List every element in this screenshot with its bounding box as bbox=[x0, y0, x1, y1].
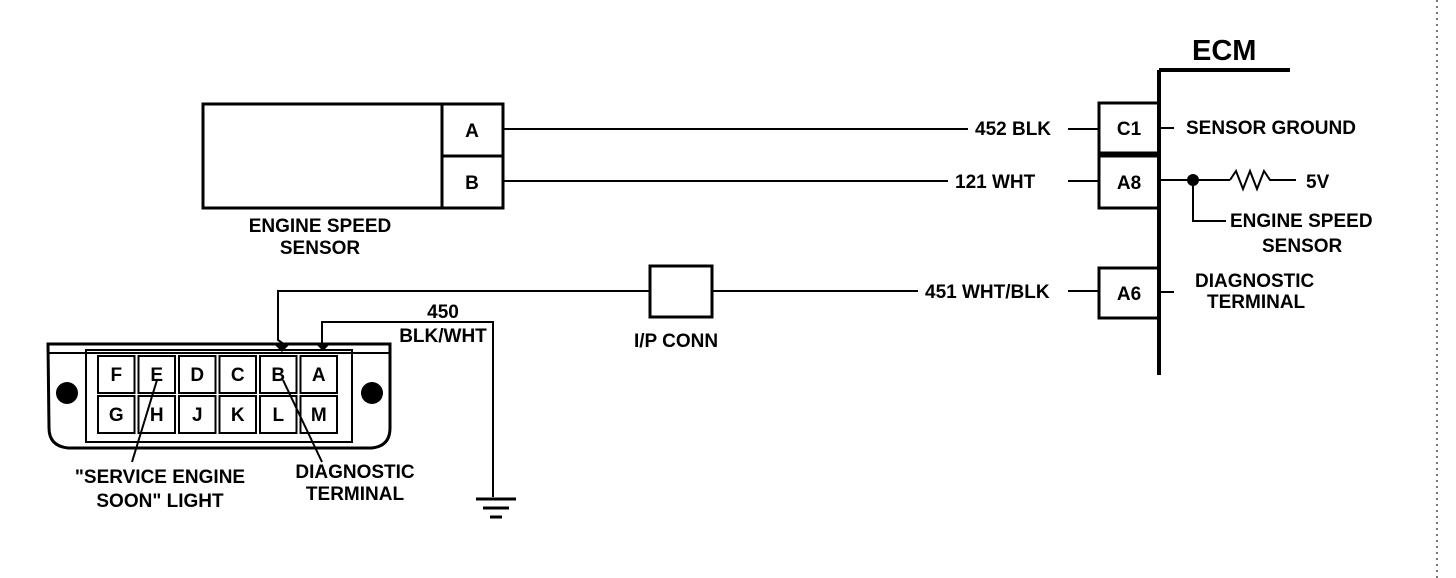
ecm-title: ECM bbox=[1192, 35, 1256, 67]
aldl-cavity-d bbox=[178, 355, 217, 394]
diag-callout-line1: DIAGNOSTIC bbox=[295, 462, 415, 483]
ses-leader bbox=[131, 379, 158, 463]
aldl-cavity-f bbox=[97, 355, 136, 394]
aldl-cavity-e bbox=[137, 355, 176, 394]
aldl-cavity-c bbox=[218, 355, 257, 394]
ecm-function-engine-speed-line1: ENGINE SPEED bbox=[1230, 211, 1373, 232]
ses-callout-line2: SOON" LIGHT bbox=[96, 491, 224, 512]
wire-452-label: 452 BLK bbox=[975, 119, 1051, 140]
aldl-pin-label-c: C bbox=[231, 365, 245, 386]
aldl-cavity-j bbox=[178, 395, 217, 434]
aldl-cavity-k bbox=[218, 395, 257, 434]
aldl-housing bbox=[46, 342, 392, 450]
aldl-cavity-a bbox=[299, 355, 338, 394]
ecm-pin-a6: A6 bbox=[1117, 284, 1141, 305]
ses-callout-line1: "SERVICE ENGINE bbox=[75, 467, 245, 488]
wire-451-label: 451 WHT/BLK bbox=[925, 282, 1050, 303]
ecm-function-diag-line1: DIAGNOSTIC bbox=[1195, 271, 1315, 292]
aldl-cavity-g bbox=[97, 395, 136, 434]
diag-leader bbox=[282, 379, 323, 463]
wire-121: 121 WHT bbox=[503, 172, 1099, 193]
aldl-pin-label-e: E bbox=[150, 365, 163, 386]
sensor-label-line1: ENGINE SPEED bbox=[249, 216, 392, 237]
aldl-cavities: F E D C B A G H J K L M bbox=[97, 355, 338, 434]
sensor-pin-a: A bbox=[465, 121, 479, 142]
aldl-pin-label-d: D bbox=[190, 365, 204, 386]
wire-450: 450 BLK/WHT bbox=[315, 302, 516, 519]
aldl-pin-label-a: A bbox=[312, 365, 326, 386]
mount-hole-left-icon bbox=[56, 382, 78, 404]
aldl-cavity-l bbox=[259, 395, 298, 434]
wire-452: 452 BLK bbox=[503, 119, 1099, 140]
aldl-pin-label-h: H bbox=[150, 405, 164, 426]
ecm-terminal-a6 bbox=[1097, 266, 1161, 320]
aldl-pin-label-m: M bbox=[311, 405, 327, 426]
aldl-connector: F E D C B A G H J K L M "SERVICE ENGINE SOON" LIGHT… bbox=[46, 342, 415, 512]
wire-121-label: 121 WHT bbox=[955, 172, 1036, 193]
ecm: ECM C1 SENSOR GROUND A8 5V ENGINE SPEED … bbox=[1097, 35, 1373, 375]
ip-connector: I/P CONN bbox=[634, 264, 718, 352]
aldl-pin-label-f: F bbox=[110, 365, 122, 386]
pullup-voltage-label: 5V bbox=[1306, 172, 1330, 193]
mount-hole-right-icon bbox=[361, 382, 383, 404]
ecm-function-diag-line2: TERMINAL bbox=[1207, 292, 1306, 313]
wire-450-label-line2: BLK/WHT bbox=[399, 326, 487, 347]
aldl-pin-label-l: L bbox=[272, 405, 284, 426]
ip-conn-label: I/P CONN bbox=[634, 331, 718, 352]
aldl-pin-label-j: J bbox=[192, 405, 203, 426]
diag-callout-line2: TERMINAL bbox=[306, 484, 405, 505]
aldl-pin-label-g: G bbox=[109, 405, 124, 426]
aldl-cavity-b bbox=[259, 355, 298, 394]
aldl-cavity-h bbox=[137, 395, 176, 434]
resistor-symbol bbox=[1229, 168, 1296, 192]
sensor-pin-b: B bbox=[465, 173, 479, 194]
aldl-pin-field bbox=[85, 349, 353, 443]
wire-450-label-line1: 450 bbox=[427, 302, 459, 323]
ecm-function-sensor-ground: SENSOR GROUND bbox=[1186, 118, 1356, 139]
ecm-pin-a8: A8 bbox=[1117, 173, 1141, 194]
ecm-function-engine-speed-line2: SENSOR bbox=[1262, 236, 1343, 257]
a8-internal-lead bbox=[1192, 180, 1226, 222]
aldl-pin-label-k: K bbox=[231, 405, 245, 426]
ip-conn-box bbox=[648, 264, 714, 319]
engine-speed-sensor: A B ENGINE SPEED SENSOR bbox=[201, 102, 505, 259]
sensor-label-line2: SENSOR bbox=[280, 238, 361, 259]
aldl-pin-label-b: B bbox=[271, 365, 285, 386]
ecm-pin-c1: C1 bbox=[1117, 119, 1142, 140]
